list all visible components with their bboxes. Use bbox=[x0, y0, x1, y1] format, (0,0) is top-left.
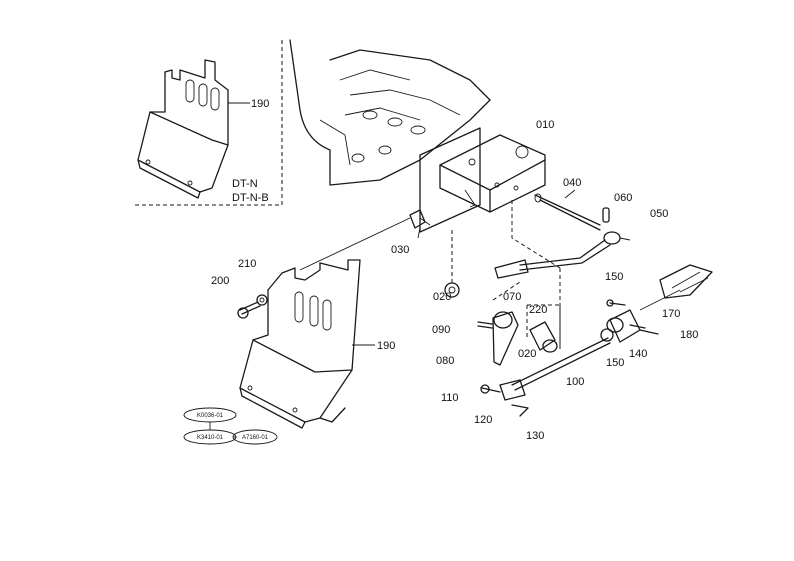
rod-100 bbox=[511, 337, 611, 391]
code-k3410: K3410-01 bbox=[197, 435, 224, 441]
lever-050-070 bbox=[494, 200, 631, 350]
part-label-180: 180 bbox=[680, 329, 698, 341]
variant-label-dt-n: DT-N bbox=[232, 178, 258, 190]
part-label-080: 080 bbox=[436, 355, 454, 367]
part-label-040: 040 bbox=[563, 177, 581, 189]
part-label-020-upper: 020 bbox=[433, 291, 451, 303]
clevis-140 bbox=[600, 289, 681, 343]
part-label-120: 120 bbox=[474, 414, 492, 426]
part-label-020-lower: 020 bbox=[518, 348, 536, 360]
part-label-100: 100 bbox=[566, 376, 584, 388]
part-label-140: 140 bbox=[629, 348, 647, 360]
linkage-bracket bbox=[659, 264, 713, 299]
part-label-190-inset: 190 bbox=[251, 98, 269, 110]
part-label-070: 070 bbox=[503, 291, 521, 303]
bushing-220 bbox=[526, 304, 561, 353]
part-label-200: 200 bbox=[211, 275, 229, 287]
variant-inset-frame bbox=[132, 40, 283, 206]
bolt-030 bbox=[299, 209, 431, 271]
engine-block-outline bbox=[289, 39, 491, 186]
part-label-030: 030 bbox=[391, 244, 409, 256]
part-label-050: 050 bbox=[650, 208, 668, 220]
part-label-160: 150 bbox=[605, 271, 623, 283]
part-label-060: 060 bbox=[614, 192, 632, 204]
yoke-080 bbox=[477, 281, 521, 366]
variant-label-dt-n-b: DT-N-B bbox=[232, 192, 269, 204]
control-box-010 bbox=[419, 127, 546, 233]
part-label-220: 220 bbox=[529, 304, 547, 316]
part-label-010: 010 bbox=[536, 119, 554, 131]
main-bracket-190 bbox=[239, 259, 375, 429]
code-k0036: K0036-01 bbox=[197, 413, 224, 419]
part-label-130: 130 bbox=[526, 430, 544, 442]
code-a7160: A7160-01 bbox=[242, 435, 269, 441]
part-label-190-main: 190 bbox=[377, 340, 395, 352]
bushing-020-upper bbox=[444, 230, 460, 298]
part-label-150: 150 bbox=[606, 357, 624, 369]
part-label-210: 210 bbox=[238, 258, 256, 270]
pin-060 bbox=[602, 207, 610, 223]
pivot-110-120-130 bbox=[480, 379, 529, 417]
reference-codes: K0036-01 K3410-01 A7160-01 bbox=[183, 407, 278, 445]
part-label-090: 090 bbox=[432, 324, 450, 336]
inset-bracket-190 bbox=[137, 59, 250, 199]
bolt-200-washer-210 bbox=[237, 294, 268, 319]
part-label-170: 170 bbox=[662, 308, 680, 320]
part-label-110: 110 bbox=[441, 392, 459, 404]
shaft-040 bbox=[534, 189, 601, 231]
